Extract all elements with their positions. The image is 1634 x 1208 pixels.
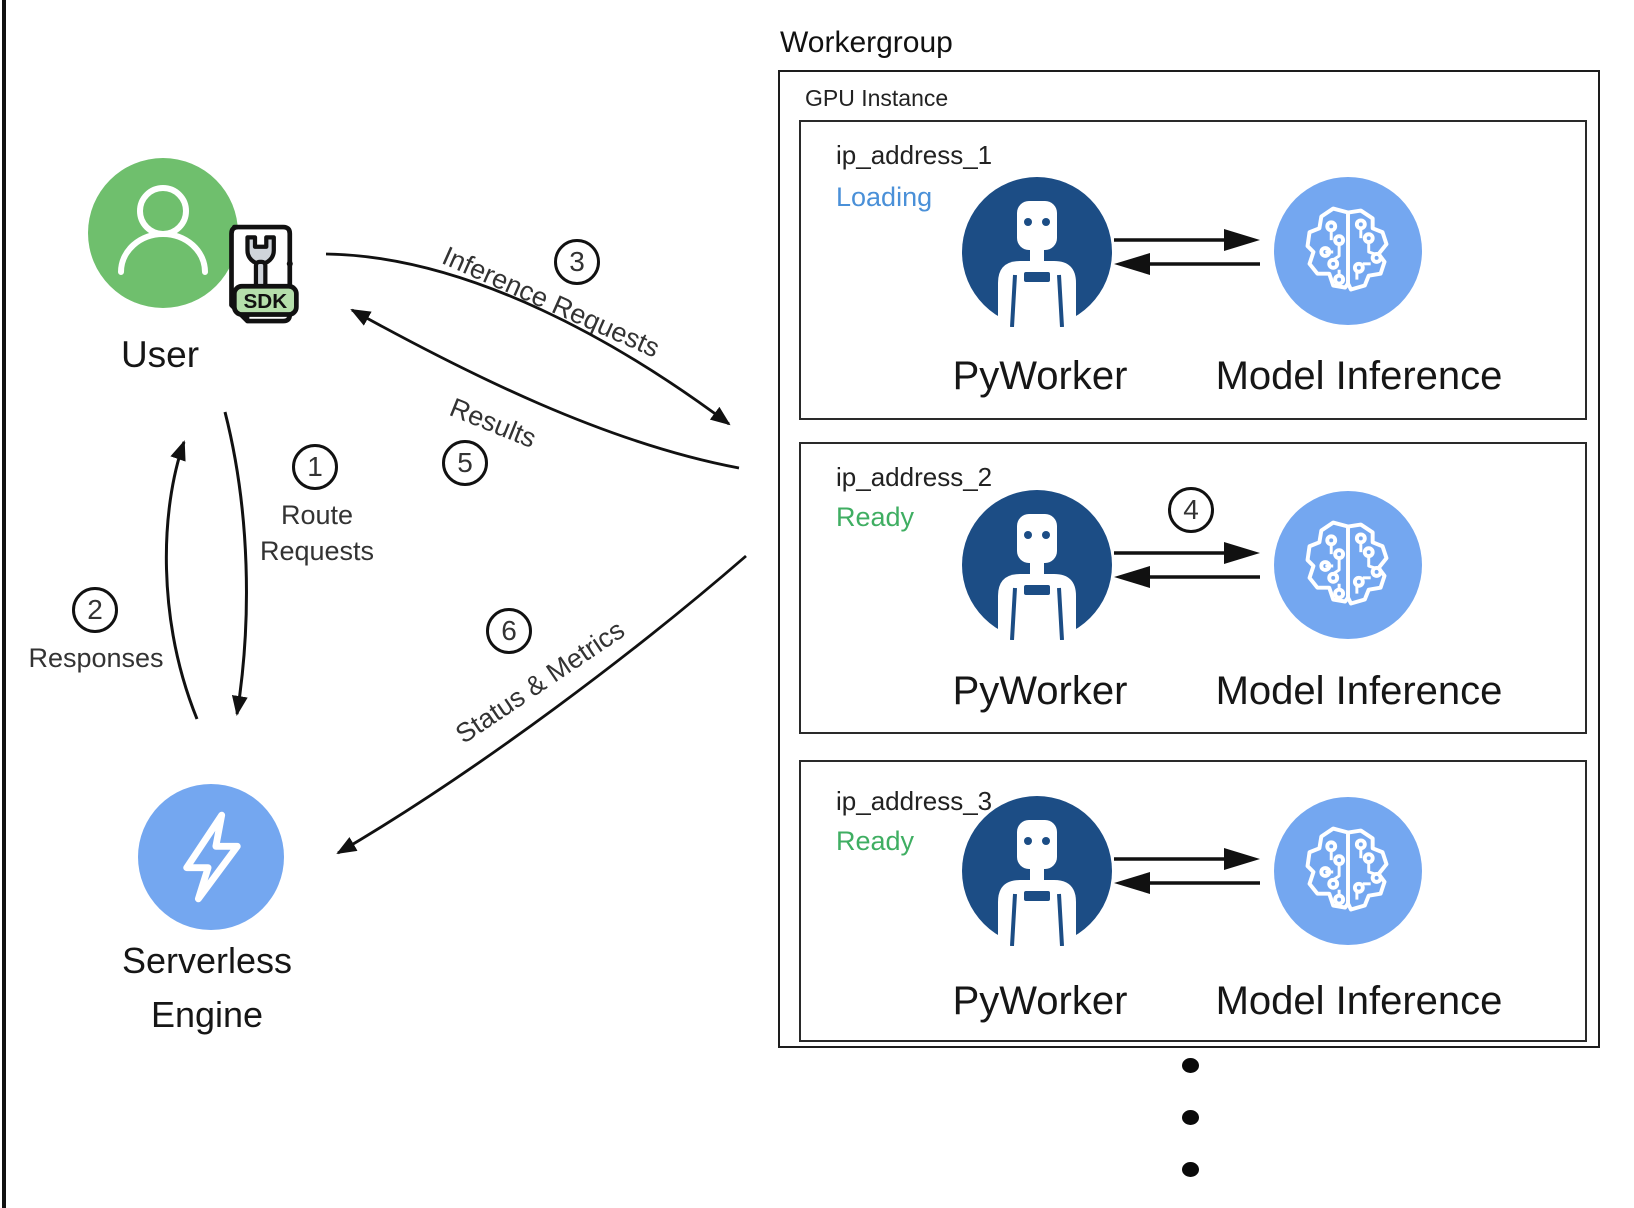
user-node (88, 158, 238, 308)
flow-2-badge: 2 (72, 587, 118, 633)
brain-circuit-icon (1305, 520, 1389, 606)
workergroup-title: Workergroup (780, 26, 953, 59)
model-inference-label: Model Inference (1215, 979, 1503, 1023)
robot-icon (998, 820, 1076, 946)
bidirectional-arrow (1114, 848, 1260, 894)
pyworker-label: PyWorker (952, 354, 1128, 398)
flow-4-badge: 4 (1168, 487, 1214, 533)
model-inference-node (1274, 177, 1422, 325)
bidirectional-arrow (1114, 542, 1260, 588)
flow-arrows (164, 252, 747, 855)
flow-6-badge: 6 (486, 608, 532, 654)
bidirectional-arrow (1114, 229, 1260, 275)
ip-address-label: ip_address_1 (836, 140, 993, 170)
ip-address-label: ip_address_3 (836, 786, 993, 816)
pyworker-node (962, 490, 1112, 640)
workergroup-box: GPU Instance ip_address_1 Loading (778, 70, 1600, 1048)
flow-1-label: Route Requests (259, 500, 375, 566)
pyworker-node (962, 177, 1112, 327)
robot-icon (998, 201, 1076, 327)
flow-5-badge: 5 (442, 440, 488, 486)
more-instances-ellipsis (1182, 1058, 1199, 1177)
arrow-status-metrics (336, 554, 747, 855)
sdk-document-icon: SDK (229, 224, 299, 324)
model-inference-label: Model Inference (1215, 669, 1503, 713)
gpu-instance-1: ip_address_1 Loading (799, 120, 1587, 420)
robot-icon (998, 514, 1076, 640)
sdk-badge: SDK (231, 283, 299, 317)
flow-2-label: Responses (28, 643, 164, 673)
status-badge: Loading (836, 182, 933, 212)
model-inference-label: Model Inference (1215, 354, 1503, 398)
arrow-inference-requests (325, 252, 731, 426)
page-left-border (2, 0, 6, 1208)
gpu-instance-2: ip_address_2 Ready 4 (799, 442, 1587, 734)
flow-1-badge: 1 (292, 444, 338, 490)
wrench-icon (245, 235, 276, 266)
lightning-bolt-icon (183, 811, 241, 903)
ip-address-label: ip_address_2 (836, 462, 993, 492)
user-icon (118, 185, 208, 275)
status-badge: Ready (836, 502, 915, 532)
arrow-responses (164, 440, 199, 720)
pyworker-label: PyWorker (952, 979, 1128, 1023)
arrow-results (350, 308, 740, 470)
model-inference-node (1274, 797, 1422, 945)
user-label: User (120, 334, 200, 375)
pyworker-node (962, 796, 1112, 946)
arrow-route-requests (223, 411, 248, 716)
flow-3-badge: 3 (554, 239, 600, 285)
model-inference-node (1274, 491, 1422, 639)
svg-text:SDK: SDK (244, 290, 288, 313)
serverless-engine-node (138, 784, 284, 930)
gpu-instance-3: ip_address_3 Ready (799, 760, 1587, 1042)
brain-circuit-icon (1305, 826, 1389, 912)
serverless-engine-label: Serverless Engine (121, 940, 293, 1035)
gpu-instance-label: GPU Instance (805, 85, 949, 111)
pyworker-label: PyWorker (952, 669, 1128, 713)
brain-circuit-icon (1305, 206, 1389, 292)
status-badge: Ready (836, 826, 915, 856)
